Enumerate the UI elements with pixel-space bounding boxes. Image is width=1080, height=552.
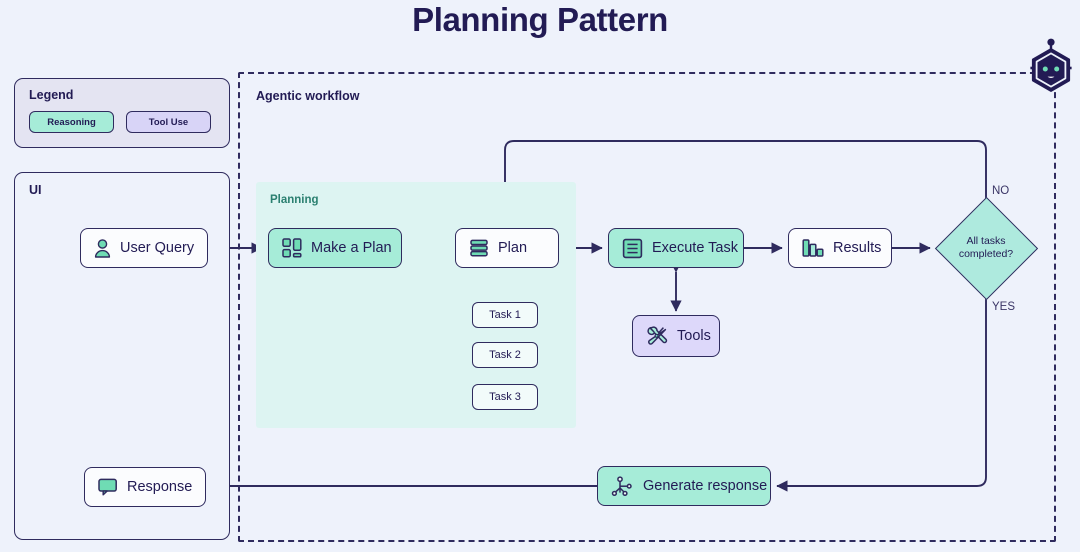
node-results-label: Results — [833, 239, 882, 256]
node-user-query[interactable]: User Query — [80, 228, 208, 268]
agentic-workflow-region — [238, 72, 1056, 542]
bar-chart-icon — [802, 238, 824, 258]
legend-chip-tool-use: Tool Use — [126, 111, 211, 133]
node-generate-response-label: Generate response — [643, 477, 768, 494]
node-plan-label: Plan — [498, 239, 528, 256]
node-execute-task-label: Execute Task — [652, 239, 738, 256]
node-make-a-plan-label: Make a Plan — [311, 239, 392, 256]
decision-label-line1: All tasks — [966, 235, 1006, 248]
branch-label-yes: YES — [992, 301, 1016, 313]
node-plan[interactable]: Plan — [455, 228, 559, 268]
decision-label-line2: completed? — [958, 248, 1014, 260]
agentic-workflow-label: Agentic workflow — [256, 89, 360, 103]
legend-title: Legend — [29, 88, 74, 102]
node-generate-response[interactable]: Generate response — [597, 466, 771, 506]
node-make-a-plan[interactable]: Make a Plan — [268, 228, 402, 268]
decision-all-tasks-completed[interactable]: All tasks completed? — [934, 196, 1039, 301]
robot-avatar-icon — [1026, 38, 1076, 92]
node-results[interactable]: Results — [788, 228, 892, 268]
node-user-query-label: User Query — [120, 239, 195, 256]
node-tools[interactable]: Tools — [632, 315, 720, 357]
page-title: Planning Pattern — [412, 1, 668, 38]
stacked-bars-icon — [469, 238, 489, 258]
user-icon — [94, 238, 111, 258]
node-execute-task[interactable]: Execute Task — [608, 228, 744, 268]
planning-label: Planning — [270, 194, 319, 206]
node-response[interactable]: Response — [84, 467, 206, 507]
node-tools-label: Tools — [677, 327, 711, 344]
node-response-label: Response — [127, 478, 193, 495]
task-chip[interactable]: Task 3 — [472, 384, 538, 410]
wrench-screwdriver-icon — [646, 325, 668, 347]
ui-panel-title: UI — [29, 183, 42, 197]
branch-label-no: NO — [992, 185, 1010, 197]
task-chip[interactable]: Task 1 — [472, 302, 538, 328]
speech-bubble-icon — [98, 478, 118, 496]
legend-chip-reasoning: Reasoning — [29, 111, 114, 133]
node-graph-icon — [611, 475, 634, 498]
legend-chips: Reasoning Tool Use — [29, 111, 211, 133]
document-lines-icon — [622, 238, 643, 259]
grid-layout-icon — [282, 238, 302, 258]
task-chip[interactable]: Task 2 — [472, 342, 538, 368]
legend-panel: Legend Reasoning Tool Use — [14, 78, 230, 148]
decision-label: All tasks completed? — [936, 198, 1036, 298]
